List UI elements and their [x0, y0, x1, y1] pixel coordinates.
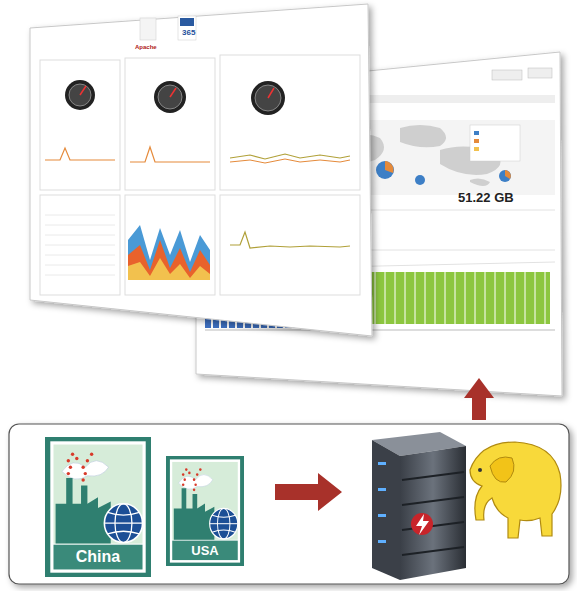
front-dashboard — [30, 4, 372, 336]
factory-card: China — [45, 437, 151, 577]
hadoop-elephant — [470, 442, 561, 538]
source-panel — [9, 424, 569, 584]
gauges — [65, 80, 285, 115]
right-arrow — [275, 473, 342, 511]
server — [372, 432, 466, 580]
dashboard-text: Apache — [135, 44, 157, 50]
dashboard-text: 365 — [182, 28, 195, 37]
up-arrow — [464, 378, 494, 420]
factory-card: USA — [166, 456, 244, 566]
area-chart — [128, 225, 210, 280]
dashboard-text: 51.22 GB — [458, 190, 514, 205]
country-label: USA — [166, 543, 244, 558]
country-label: China — [45, 548, 151, 566]
